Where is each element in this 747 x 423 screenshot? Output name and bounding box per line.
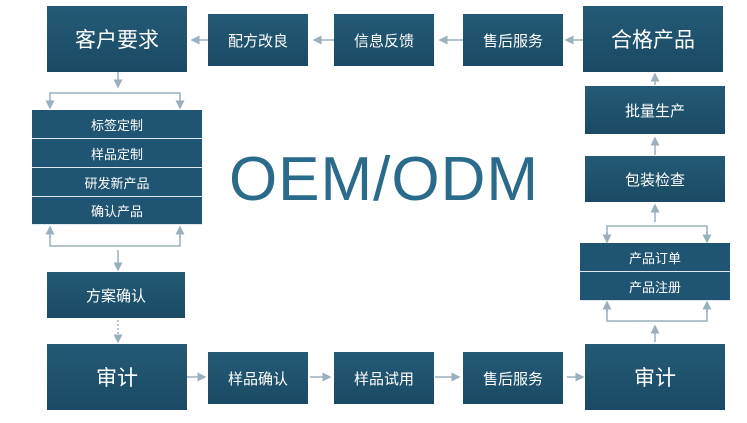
mass-production-box: 批量生产 [585, 86, 725, 134]
bracket-left-bottom [49, 236, 181, 247]
main-title: OEM/ODM [228, 144, 540, 214]
right-stack-item: 产品订单 [580, 243, 730, 272]
customer-requirements-box: 客户要求 [47, 6, 187, 72]
left-stack-item: 研发新产品 [32, 168, 202, 197]
sample-confirm-box: 样品确认 [208, 352, 308, 404]
left-stack-item: 确认产品 [32, 197, 202, 225]
sample-trial-box: 样品试用 [334, 352, 434, 404]
plan-confirm-box: 方案确认 [47, 272, 185, 318]
bracket-right-top [606, 225, 708, 241]
audit-left-box: 审计 [47, 344, 187, 410]
qualified-product-box: 合格产品 [583, 6, 723, 72]
packaging-inspection-box: 包装检查 [585, 156, 725, 202]
right-stack-item: 产品注册 [580, 272, 730, 301]
audit-right-box: 审计 [585, 344, 725, 410]
left-stack-item: 标签定制 [32, 110, 202, 139]
after-sales-bottom-box: 售后服务 [463, 352, 563, 404]
after-sales-top-box: 售后服务 [463, 14, 563, 66]
left-stack-item: 样品定制 [32, 139, 202, 168]
formula-improvement-box: 配方改良 [208, 14, 308, 66]
bracket-right-bottom [606, 305, 708, 322]
bracket-left-top [49, 92, 181, 108]
feedback-box: 信息反馈 [334, 14, 434, 66]
